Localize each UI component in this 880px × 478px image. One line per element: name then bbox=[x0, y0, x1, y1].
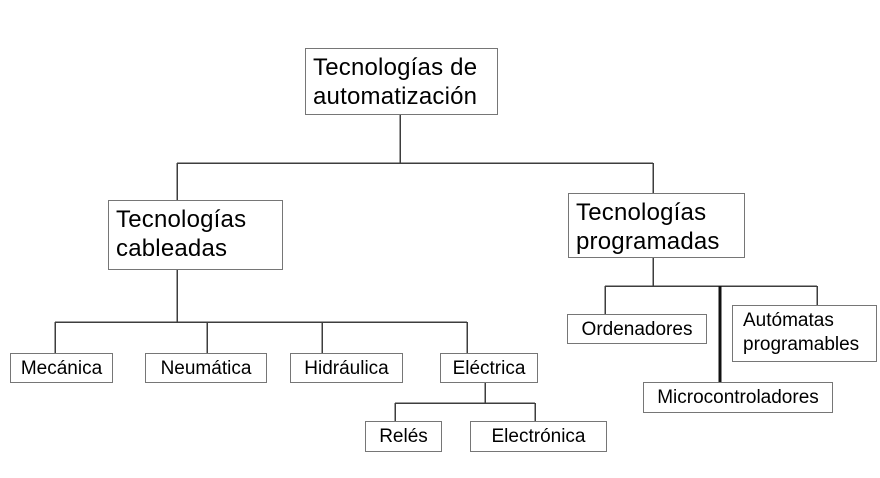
node-mecanica: Mecánica bbox=[10, 353, 113, 383]
node-tecnologias-programadas: Tecnologías programadas bbox=[568, 193, 745, 258]
node-electronica: Electrónica bbox=[470, 421, 607, 452]
node-reles: Relés bbox=[365, 421, 442, 452]
node-tecnologias-cableadas: Tecnologías cableadas bbox=[108, 200, 283, 270]
node-neumatica: Neumática bbox=[145, 353, 267, 383]
node-tecnologias-de-automatizacion: Tecnologías de automatización bbox=[305, 48, 498, 115]
node-microcontroladores: Microcontroladores bbox=[643, 382, 833, 413]
node-automatas-programables: Autómatas programables bbox=[732, 305, 877, 362]
node-hidraulica: Hidráulica bbox=[290, 353, 403, 383]
node-electrica: Eléctrica bbox=[440, 353, 538, 383]
node-ordenadores: Ordenadores bbox=[567, 314, 707, 344]
